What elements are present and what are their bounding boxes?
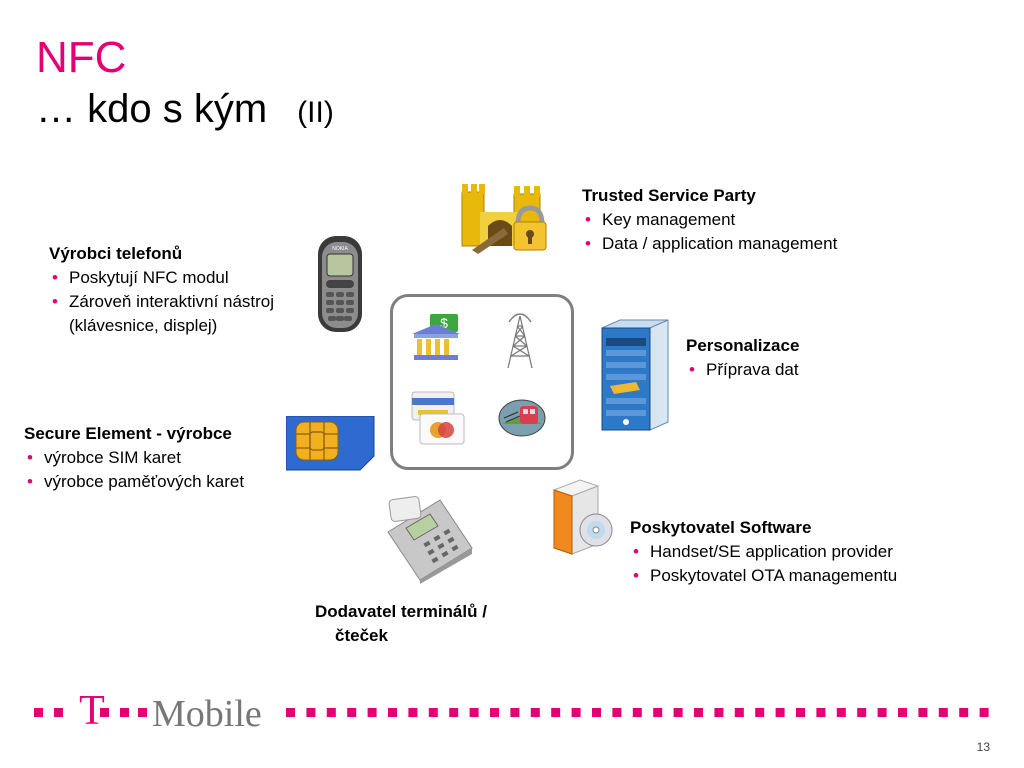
- list-item: Poskytují NFC modul: [49, 266, 274, 290]
- subtitle-part: (II): [297, 96, 334, 129]
- software-list: Handset/SE application provider Poskytov…: [630, 540, 897, 588]
- services-box: [390, 294, 574, 470]
- phone-makers-list: Poskytují NFC modul Zároveň interaktivní…: [49, 266, 274, 314]
- brand-name: Mobile: [152, 693, 262, 730]
- personalization-list: Příprava dat: [686, 358, 799, 382]
- secure-element-block: Secure Element - výrobce výrobce SIM kar…: [24, 422, 244, 494]
- slide-subtitle: … kdo s kým (II): [36, 86, 334, 136]
- phone-makers-continuation: (klávesnice, displej): [69, 316, 218, 335]
- software-box-icon: [552, 479, 613, 555]
- t-mobile-logo-bar: T Mobile: [34, 688, 989, 730]
- page-number: 13: [976, 740, 990, 754]
- subtitle-text: … kdo s kým: [36, 87, 268, 131]
- trusted-service-heading: Trusted Service Party: [582, 186, 756, 205]
- bank-icon: $: [412, 314, 460, 360]
- list-item: výrobce SIM karet: [24, 446, 244, 470]
- trusted-service-block: Trusted Service Party Key management Dat…: [582, 184, 837, 256]
- list-item: Key management: [582, 208, 837, 232]
- personalization-heading: Personalizace: [686, 336, 800, 355]
- list-item: Poskytovatel OTA managementu: [630, 564, 897, 588]
- terminals-heading-line1: Dodavatel terminálů /: [315, 602, 487, 621]
- phone-makers-block: Výrobci telefonů Poskytují NFC modul Zár…: [49, 242, 274, 338]
- software-heading: Poskytovatel Software: [630, 518, 812, 537]
- svg-text:$: $: [440, 315, 448, 331]
- trusted-service-list: Key management Data / application manage…: [582, 208, 837, 256]
- secure-element-heading: Secure Element - výrobce: [24, 424, 232, 443]
- list-item: Handset/SE application provider: [630, 540, 897, 564]
- castle-lock-icon: [461, 184, 547, 254]
- slide-title: NFC: [36, 33, 127, 82]
- credit-cards-icon: [411, 391, 465, 445]
- svg-text:NOKIA: NOKIA: [332, 246, 348, 252]
- brand-letter: T: [79, 688, 105, 730]
- brand-dot-line: [286, 708, 989, 717]
- phone-makers-heading: Výrobci telefonů: [49, 244, 183, 263]
- public-transport-icon: [498, 399, 546, 437]
- server-icon: [601, 319, 669, 431]
- antenna-tower-icon: [507, 313, 533, 369]
- secure-element-list: výrobce SIM karet výrobce paměťových kar…: [24, 446, 244, 494]
- list-item: Data / application management: [582, 232, 837, 256]
- payment-terminal-icon: [387, 496, 473, 584]
- list-item: Příprava dat: [686, 358, 799, 382]
- mobile-phone-icon: NOKIA: [318, 236, 362, 332]
- software-block: Poskytovatel Software Handset/SE applica…: [630, 516, 897, 588]
- terminals-block: Dodavatel terminálů / čteček: [315, 600, 487, 648]
- terminals-heading-line2: čteček: [335, 626, 388, 645]
- personalization-block: Personalizace Příprava dat: [686, 334, 799, 382]
- list-item: výrobce paměťových karet: [24, 470, 244, 494]
- list-item: Zároveň interaktivní nástroj: [49, 290, 274, 314]
- sim-card-icon: [286, 416, 375, 471]
